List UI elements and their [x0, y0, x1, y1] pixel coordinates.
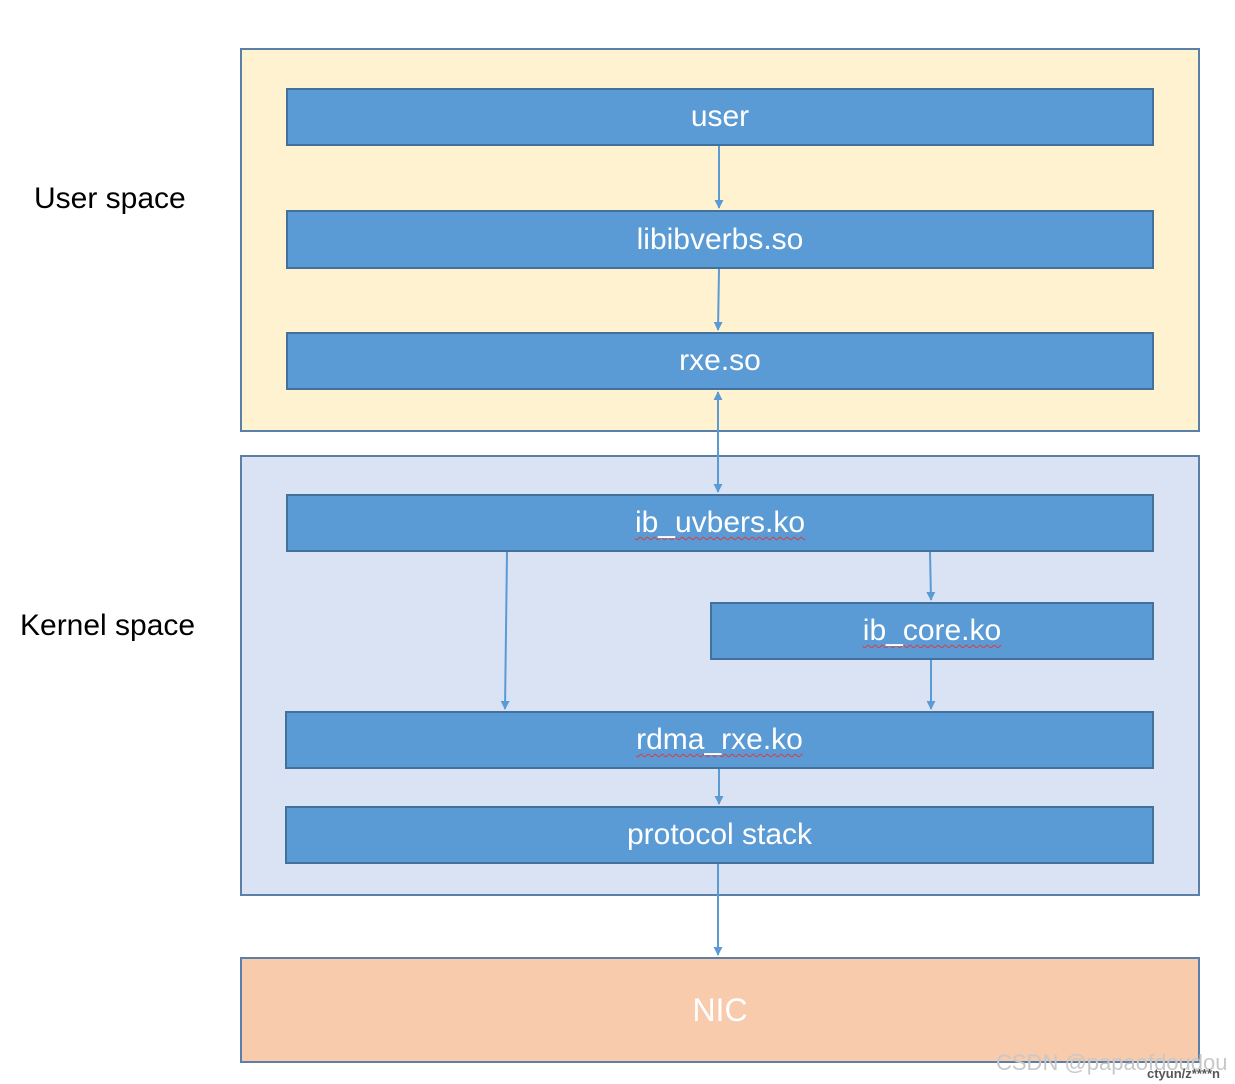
- arrow-ib-uvbers-to-rdma-rxe: [500, 551, 510, 710]
- layer-ib-core-label: ib_core.ko: [862, 614, 1002, 647]
- user-space-label: User space: [34, 182, 186, 215]
- layer-ib-uvbers-label: ib_uvbers.ko: [634, 506, 806, 539]
- layer-rdma-rxe-label: rdma_rxe.ko: [636, 723, 803, 756]
- nic-label: NIC: [692, 991, 748, 1028]
- watermark-csdn: CSDN @papaofdoudou: [996, 1050, 1228, 1075]
- layer-user-label: user: [690, 100, 750, 133]
- nic-box: NIC: [240, 957, 1200, 1063]
- kernel-space-label: Kernel space: [20, 609, 196, 642]
- layer-rxe-so: rxe.so: [286, 332, 1154, 390]
- layer-protocol-stack: protocol stack: [285, 806, 1154, 864]
- layer-user: user: [286, 88, 1154, 146]
- layer-ib-uvbers: ib_uvbers.ko: [286, 494, 1154, 552]
- arrow-ib-uvbers-to-ib-core: [926, 551, 936, 601]
- layer-ib-core: ib_core.ko: [710, 602, 1154, 660]
- layer-rdma-rxe: rdma_rxe.ko: [285, 711, 1154, 769]
- watermark-ctyun: ctyun/z****n: [1147, 1066, 1220, 1081]
- layer-rxe-so-label: rxe.so: [679, 344, 761, 377]
- arrow-libibverbs-to-rxe: [713, 268, 723, 331]
- layer-libibverbs-label: libibverbs.so: [636, 222, 804, 256]
- layer-libibverbs: libibverbs.so: [286, 210, 1154, 269]
- layer-protocol-stack-label: protocol stack: [626, 818, 813, 851]
